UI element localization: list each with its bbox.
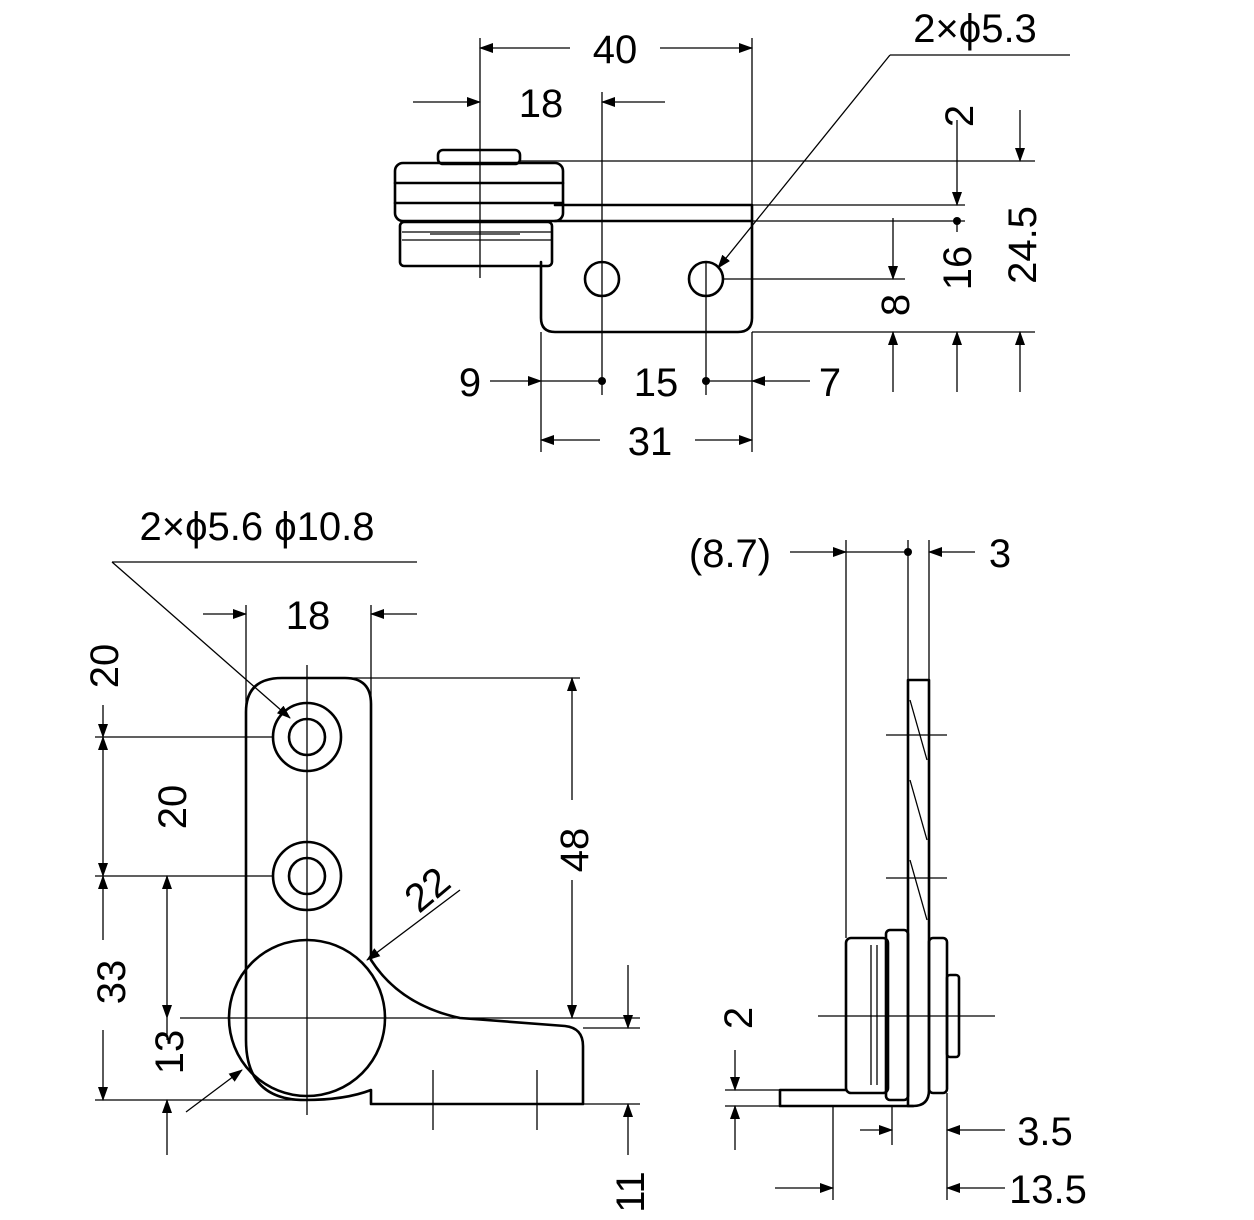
top-view: 40 18 2×ϕ5.3 2 16 24.5 8 9 15 7 — [393, 7, 1070, 464]
top-hinge-body — [393, 148, 565, 268]
dim-3: 3 — [989, 532, 1011, 576]
dim-16: 16 — [936, 246, 980, 291]
dim-holes-top: 2×ϕ5.3 — [913, 7, 1037, 51]
dim-22: 22 — [396, 859, 458, 921]
dim-20-mid: 20 — [151, 785, 195, 830]
side-hinge-body — [778, 678, 961, 1108]
dim-holes-front: 2×ϕ5.6 ϕ10.8 — [140, 505, 375, 549]
dim-33: 33 — [90, 960, 134, 1005]
front-view: 2×ϕ5.6 ϕ10.8 18 20 20 33 13 48 22 11 — [83, 505, 653, 1213]
dim-13-5: 13.5 — [1009, 1168, 1087, 1212]
dim-8: 8 — [874, 294, 918, 316]
dim-9: 9 — [459, 361, 481, 405]
dim-3-5: 3.5 — [1017, 1110, 1073, 1154]
dim-20-top: 20 — [83, 644, 127, 689]
dim-13: 13 — [148, 1030, 192, 1075]
dim-8-7: (8.7) — [689, 532, 771, 576]
dim-2-top: 2 — [938, 105, 982, 127]
dim-48: 48 — [553, 828, 597, 873]
dim-2-side: 2 — [717, 1007, 761, 1029]
dim-18-front: 18 — [286, 594, 331, 638]
dim-18-top: 18 — [519, 82, 564, 126]
dim-11: 11 — [609, 1171, 653, 1213]
dim-40: 40 — [593, 28, 638, 72]
dim-31: 31 — [628, 420, 673, 464]
dim-7: 7 — [819, 361, 841, 405]
front-hinge-plate — [227, 676, 585, 1130]
dim-24-5: 24.5 — [1001, 206, 1045, 284]
side-view: (8.7) 3 2 3.5 13.5 — [689, 532, 1087, 1212]
top-plate — [539, 203, 754, 334]
dim-15: 15 — [634, 361, 679, 405]
